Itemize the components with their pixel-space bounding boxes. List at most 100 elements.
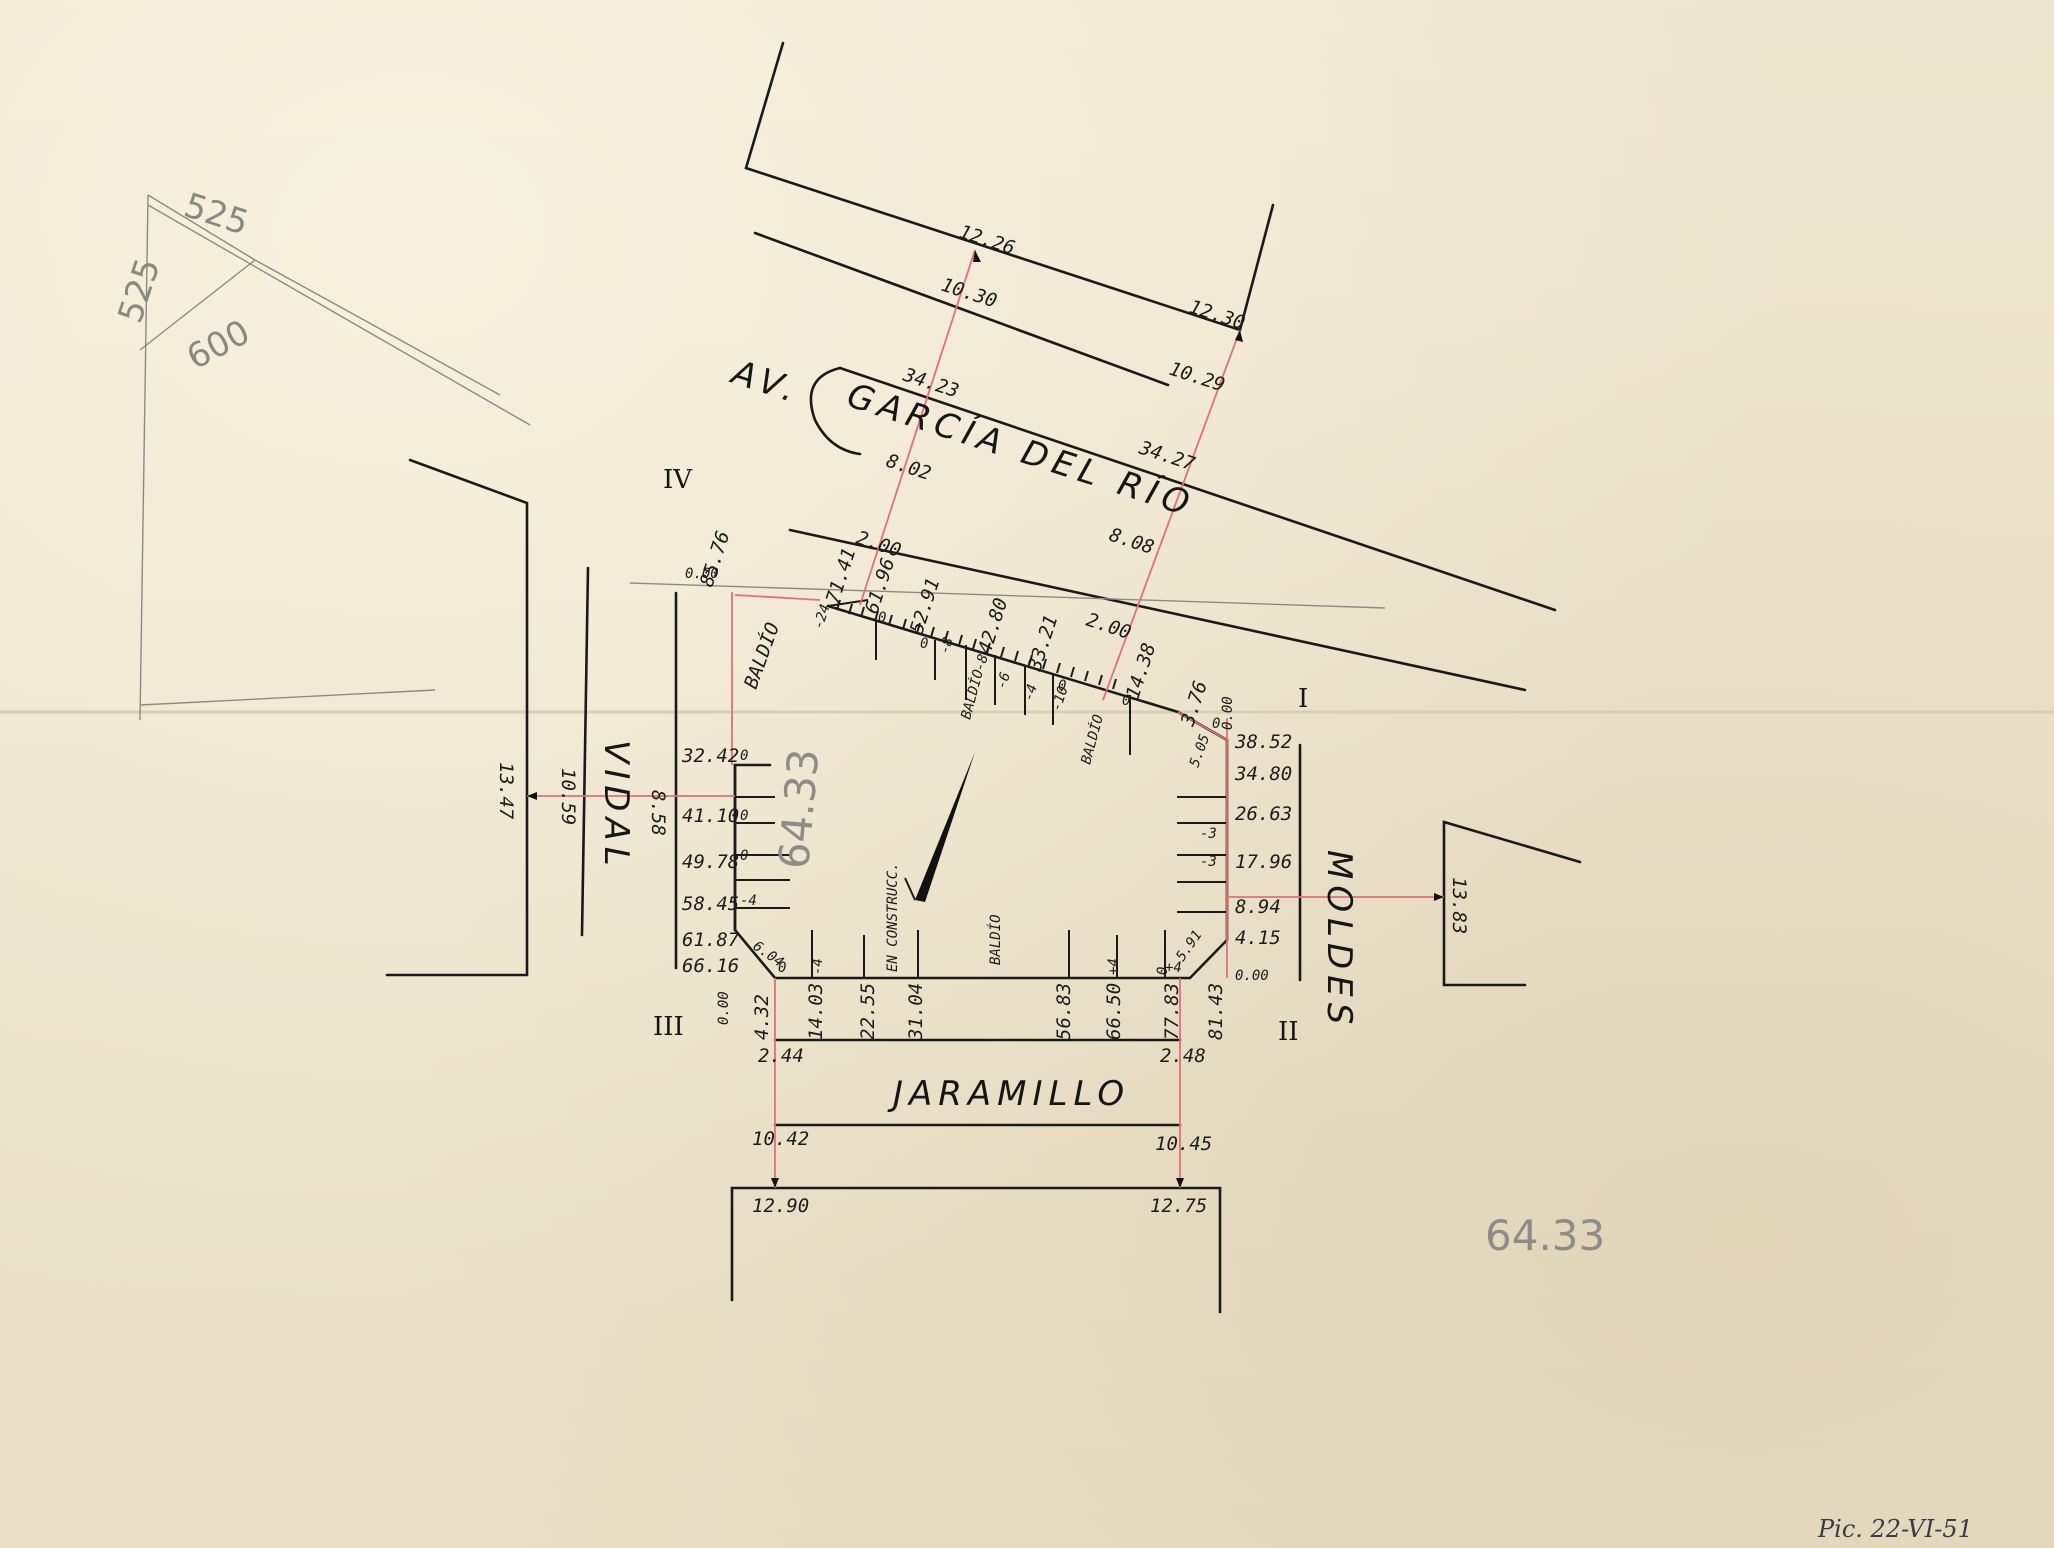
level: 52.91 bbox=[906, 575, 945, 636]
sector-ii: II bbox=[1278, 1017, 1299, 1047]
level: +4 bbox=[1165, 960, 1182, 976]
pencil-triangle-sketch bbox=[139, 194, 531, 721]
level: 2.00 bbox=[1083, 609, 1133, 644]
level: 10.30 bbox=[938, 274, 999, 313]
level: 17.96 bbox=[1235, 851, 1292, 873]
level: -8 bbox=[972, 652, 992, 673]
level: 31.04 bbox=[905, 983, 927, 1041]
level: 71.41 bbox=[822, 545, 861, 606]
level: -4 bbox=[1021, 682, 1041, 703]
west-block-outline bbox=[385, 458, 529, 977]
level: 38.52 bbox=[1234, 731, 1292, 753]
level: 10.45 bbox=[1155, 1133, 1212, 1155]
level: 85.76 bbox=[696, 528, 735, 589]
level: 8.08 bbox=[1106, 524, 1156, 559]
level: 34.80 bbox=[1234, 763, 1292, 785]
level: 0 bbox=[740, 808, 748, 824]
level: 12.90 bbox=[752, 1195, 809, 1217]
level: -6 bbox=[994, 670, 1014, 691]
baldio-note-4: BALDÍO bbox=[987, 914, 1004, 965]
level: 66.50 bbox=[1103, 983, 1125, 1040]
level: 13.47 bbox=[495, 762, 517, 820]
level: 4.15 bbox=[1235, 927, 1281, 949]
level: -4 bbox=[810, 958, 826, 975]
level: 66.16 bbox=[682, 955, 739, 977]
level: 0 bbox=[1058, 678, 1066, 694]
level: 49.78 bbox=[682, 851, 739, 873]
avenue-prefix: AV. bbox=[725, 352, 806, 412]
sector-iv: IV bbox=[663, 465, 693, 495]
level: 8.58 bbox=[647, 790, 669, 836]
pencil-600: 600 bbox=[180, 312, 256, 378]
level: 2.48 bbox=[1160, 1045, 1206, 1067]
level: 10.42 bbox=[752, 1128, 809, 1150]
level: 0.00 bbox=[1220, 696, 1236, 730]
level: 0 bbox=[878, 610, 886, 626]
level: -3 bbox=[1200, 854, 1217, 870]
arrowheads bbox=[527, 250, 1444, 1188]
level: 81.43 bbox=[1205, 983, 1227, 1040]
en-construccion-note: EN CONSTRUCC. bbox=[885, 862, 901, 972]
level: -10 bbox=[1049, 684, 1072, 713]
level: 0.00 bbox=[716, 991, 732, 1025]
pencil-525-left: 525 bbox=[111, 254, 169, 328]
garcia-del-rio-avenue bbox=[753, 231, 1557, 692]
level: -8 bbox=[937, 635, 957, 656]
level: 10.29 bbox=[1166, 358, 1227, 397]
level: 42.80 bbox=[974, 595, 1013, 656]
level: 8.02 bbox=[883, 450, 933, 485]
level: 4.32 bbox=[751, 994, 773, 1040]
pencil-525-top: 525 bbox=[179, 186, 253, 244]
jaramillo-levels: 2.44 2.48 10.42 10.45 12.90 12.75 bbox=[752, 1045, 1212, 1217]
level: 0 bbox=[920, 636, 928, 652]
level: 22.55 bbox=[857, 983, 879, 1040]
east-block-outline bbox=[1442, 820, 1582, 987]
level: 0 bbox=[1155, 967, 1171, 975]
block-top-hatching bbox=[827, 599, 1117, 690]
jaramillo-street bbox=[773, 1038, 1182, 1127]
level: 33.21 bbox=[1024, 612, 1063, 674]
level: 8.94 bbox=[1235, 896, 1281, 918]
level: 12.30 bbox=[1186, 296, 1247, 335]
level: 41.10 bbox=[682, 805, 739, 827]
level: +4 bbox=[1106, 958, 1122, 975]
baldio-note-3: BALDÍO bbox=[1077, 713, 1107, 766]
level: 5.91 bbox=[1173, 927, 1205, 964]
level: 0 bbox=[740, 848, 748, 864]
pencil-guide-line bbox=[629, 582, 1386, 609]
level: -24 bbox=[811, 602, 834, 631]
baldio-note-1: BALDÍO bbox=[739, 619, 784, 691]
level: 32.42 bbox=[681, 745, 739, 767]
moldes-label: MOLDES bbox=[1319, 850, 1359, 1030]
vidal-levels: 13.47 10.59 8.58 bbox=[495, 762, 669, 836]
level: 3.76 bbox=[1177, 678, 1212, 729]
level: 0 bbox=[1212, 716, 1220, 732]
level: 77.83 bbox=[1161, 983, 1183, 1040]
level: 0 bbox=[778, 960, 786, 976]
vidal-street bbox=[580, 566, 678, 970]
block-bottom-levels: 0.00 4.32 14.03 22.55 31.04 56.83 66.50 … bbox=[716, 958, 1227, 1041]
signature-date: Pic. 22-VI-51 bbox=[1817, 1515, 1973, 1543]
level: 12.26 bbox=[956, 221, 1017, 260]
block-right-levels: 38.52 34.80 26.63 17.96 8.94 4.15 0.00 5… bbox=[1165, 716, 1292, 984]
jaramillo-label: JARAMILLO bbox=[887, 1074, 1130, 1114]
level: 13.83 bbox=[1448, 877, 1470, 934]
level: 14.03 bbox=[805, 983, 827, 1040]
north-arrow bbox=[904, 752, 975, 902]
level: 26.63 bbox=[1235, 803, 1292, 825]
block-left-levels: 32.42 41.10 49.78 58.45 61.87 66.16 6.04… bbox=[681, 745, 787, 977]
level: -4 bbox=[740, 893, 757, 909]
moldes-levels: 13.83 bbox=[1448, 877, 1470, 934]
level: 5.05 bbox=[1187, 732, 1214, 769]
level: 12.75 bbox=[1150, 1195, 1207, 1217]
level: 0 bbox=[1122, 693, 1130, 709]
north-block-outline bbox=[744, 41, 1275, 332]
level: -3 bbox=[1200, 826, 1217, 842]
pencil-area-center: 64.33 bbox=[769, 747, 828, 871]
level: 0.00 bbox=[685, 566, 719, 582]
level: 10.59 bbox=[557, 768, 579, 825]
level: 58.45 bbox=[682, 893, 739, 915]
south-block-outline bbox=[730, 1186, 1222, 1314]
level: 0 bbox=[740, 748, 748, 764]
